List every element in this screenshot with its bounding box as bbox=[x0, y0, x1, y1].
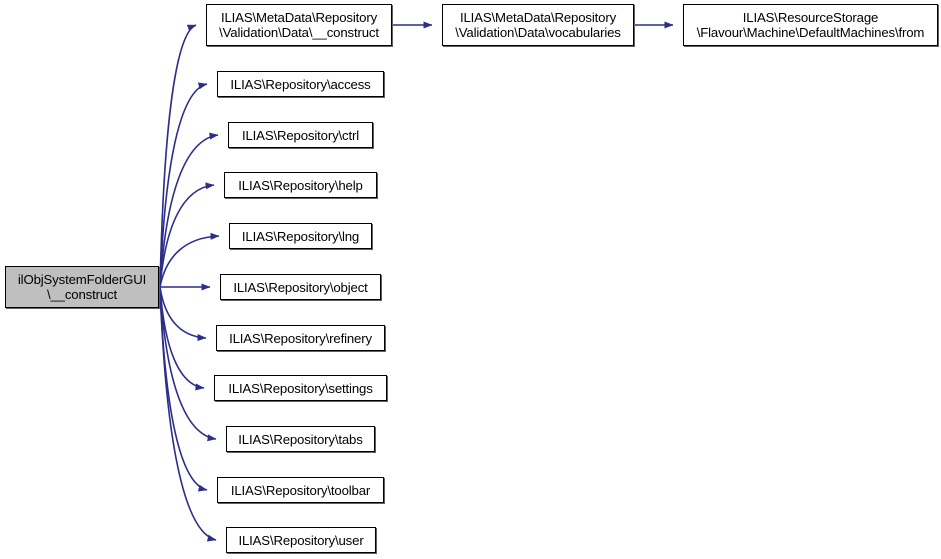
node-label: ILIAS\Repository\lng bbox=[241, 228, 360, 244]
node-ilobjsystemfoldergui-construct: ilObjSystemFolderGUI \__construct bbox=[5, 266, 159, 308]
edge-construct-to-access bbox=[159, 82, 208, 288]
node-repository-ctrl[interactable]: ILIAS\Repository\ctrl bbox=[228, 122, 373, 148]
node-repository-settings[interactable]: ILIAS\Repository\settings bbox=[214, 375, 387, 401]
node-repository-lng[interactable]: ILIAS\Repository\lng bbox=[229, 223, 372, 249]
node-label: ILIAS\Repository\toolbar bbox=[230, 482, 371, 498]
node-repository-access[interactable]: ILIAS\Repository\access bbox=[217, 71, 384, 97]
edge-construct-to-refinery bbox=[159, 286, 207, 342]
node-label: ILIAS\Repository\object bbox=[233, 279, 368, 295]
node-label: ILIAS\MetaData\Repository \Validation\Da… bbox=[455, 10, 621, 40]
node-repository-refinery[interactable]: ILIAS\Repository\refinery bbox=[216, 325, 385, 351]
node-repository-help[interactable]: ILIAS\Repository\help bbox=[224, 172, 377, 198]
node-resourcestorage-flavour-machine-defaultmachines-from[interactable]: ILIAS\ResourceStorage \Flavour\Machine\D… bbox=[683, 4, 938, 46]
edge-construct-to-toolbar bbox=[159, 286, 208, 492]
node-repository-tabs[interactable]: ILIAS\Repository\tabs bbox=[226, 426, 375, 452]
node-metadata-repository-validation-data-vocabularies[interactable]: ILIAS\MetaData\Repository \Validation\Da… bbox=[442, 4, 634, 46]
node-repository-user[interactable]: ILIAS\Repository\user bbox=[226, 527, 376, 553]
edge-construct-to-help bbox=[159, 182, 215, 288]
edge-construct-to-lng bbox=[159, 232, 220, 288]
node-label: ILIAS\Repository\help bbox=[238, 177, 363, 193]
node-label: ILIAS\Repository\settings bbox=[228, 380, 373, 396]
node-label: ILIAS\Repository\access bbox=[230, 76, 371, 92]
node-repository-object[interactable]: ILIAS\Repository\object bbox=[220, 274, 381, 300]
edge-construct-to-metadata-data-construct bbox=[159, 24, 197, 288]
node-label: ILIAS\ResourceStorage \Flavour\Machine\D… bbox=[696, 10, 925, 40]
edge-construct-to-ctrl bbox=[159, 132, 219, 288]
edge-construct-to-settings bbox=[159, 286, 205, 391]
node-metadata-repository-validation-data-construct[interactable]: ILIAS\MetaData\Repository \Validation\Da… bbox=[206, 4, 392, 46]
node-label: ILIAS\Repository\refinery bbox=[229, 330, 372, 346]
node-label: ILIAS\Repository\user bbox=[238, 532, 364, 548]
node-label: ILIAS\Repository\ctrl bbox=[241, 127, 360, 143]
node-label: ilObjSystemFolderGUI \__construct bbox=[17, 272, 147, 302]
edge-construct-to-tabs bbox=[159, 286, 217, 442]
node-repository-toolbar[interactable]: ILIAS\Repository\toolbar bbox=[217, 477, 384, 503]
node-label: ILIAS\MetaData\Repository \Validation\Da… bbox=[219, 10, 379, 40]
node-label: ILIAS\Repository\tabs bbox=[238, 431, 363, 447]
edge-construct-to-user bbox=[159, 286, 217, 542]
